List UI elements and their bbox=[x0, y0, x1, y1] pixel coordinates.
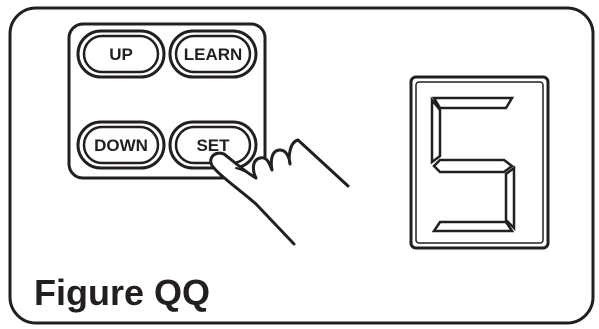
up-button-label: UP bbox=[109, 45, 133, 64]
down-button-label: DOWN bbox=[94, 136, 148, 155]
up-button[interactable]: UP bbox=[78, 31, 164, 77]
set-button-label: SET bbox=[196, 136, 230, 155]
learn-button-label: LEARN bbox=[184, 45, 243, 64]
button-panel: UP LEARN DOWN SET bbox=[69, 24, 265, 178]
digit-display bbox=[411, 77, 548, 248]
learn-button[interactable]: LEARN bbox=[170, 31, 256, 77]
down-button[interactable]: DOWN bbox=[78, 122, 164, 168]
figure-caption: Figure QQ bbox=[34, 272, 210, 313]
